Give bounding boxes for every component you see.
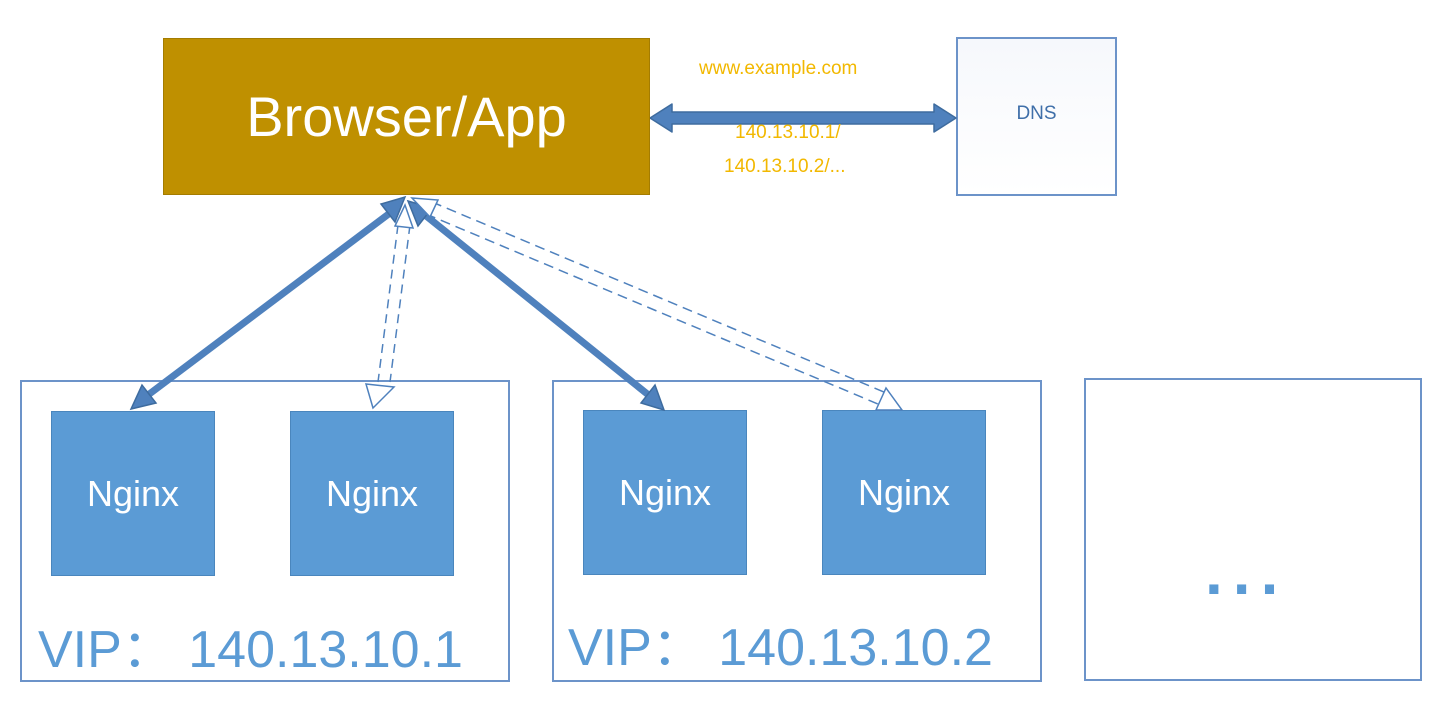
dns-request-label: www.example.com	[699, 58, 858, 79]
nginx-label: Nginx	[618, 471, 712, 513]
browser-app-label: Browser/App	[246, 85, 567, 148]
dns-label: DNS	[1016, 102, 1057, 124]
dashed-arrowhead	[874, 386, 904, 411]
nginx-node: Nginx	[51, 411, 215, 576]
nginx-node: Nginx	[822, 410, 986, 575]
nginx-label: Nginx	[325, 472, 419, 514]
nginx-label: Nginx	[857, 471, 951, 513]
solid-arrow-to-group1	[129, 195, 407, 411]
dns-server-box: DNS	[956, 37, 1117, 196]
more-ellipsis: ...	[1205, 536, 1289, 608]
browser-app-box: Browser/App	[163, 38, 650, 195]
dashed-arrowhead	[364, 383, 396, 410]
dns-query-arrow	[649, 103, 957, 133]
vip-label-2: VIP： 140.13.10.2	[568, 619, 993, 677]
more-groups-box	[1084, 378, 1422, 681]
dashed-arrow-to-group1	[377, 224, 411, 383]
nginx-node: Nginx	[583, 410, 747, 575]
nginx-node: Nginx	[290, 411, 454, 576]
solid-arrow-to-group2	[406, 199, 666, 412]
dashed-arrow-to-group2	[425, 201, 885, 405]
nginx-label: Nginx	[86, 472, 180, 514]
dns-response-line2: 140.13.10.2/...	[724, 156, 846, 177]
dns-response-line1: 140.13.10.1/	[735, 122, 841, 143]
dashed-arrowhead	[410, 197, 440, 219]
vip-label-1: VIP： 140.13.10.1	[38, 621, 463, 679]
dashed-arrowhead	[393, 203, 415, 229]
